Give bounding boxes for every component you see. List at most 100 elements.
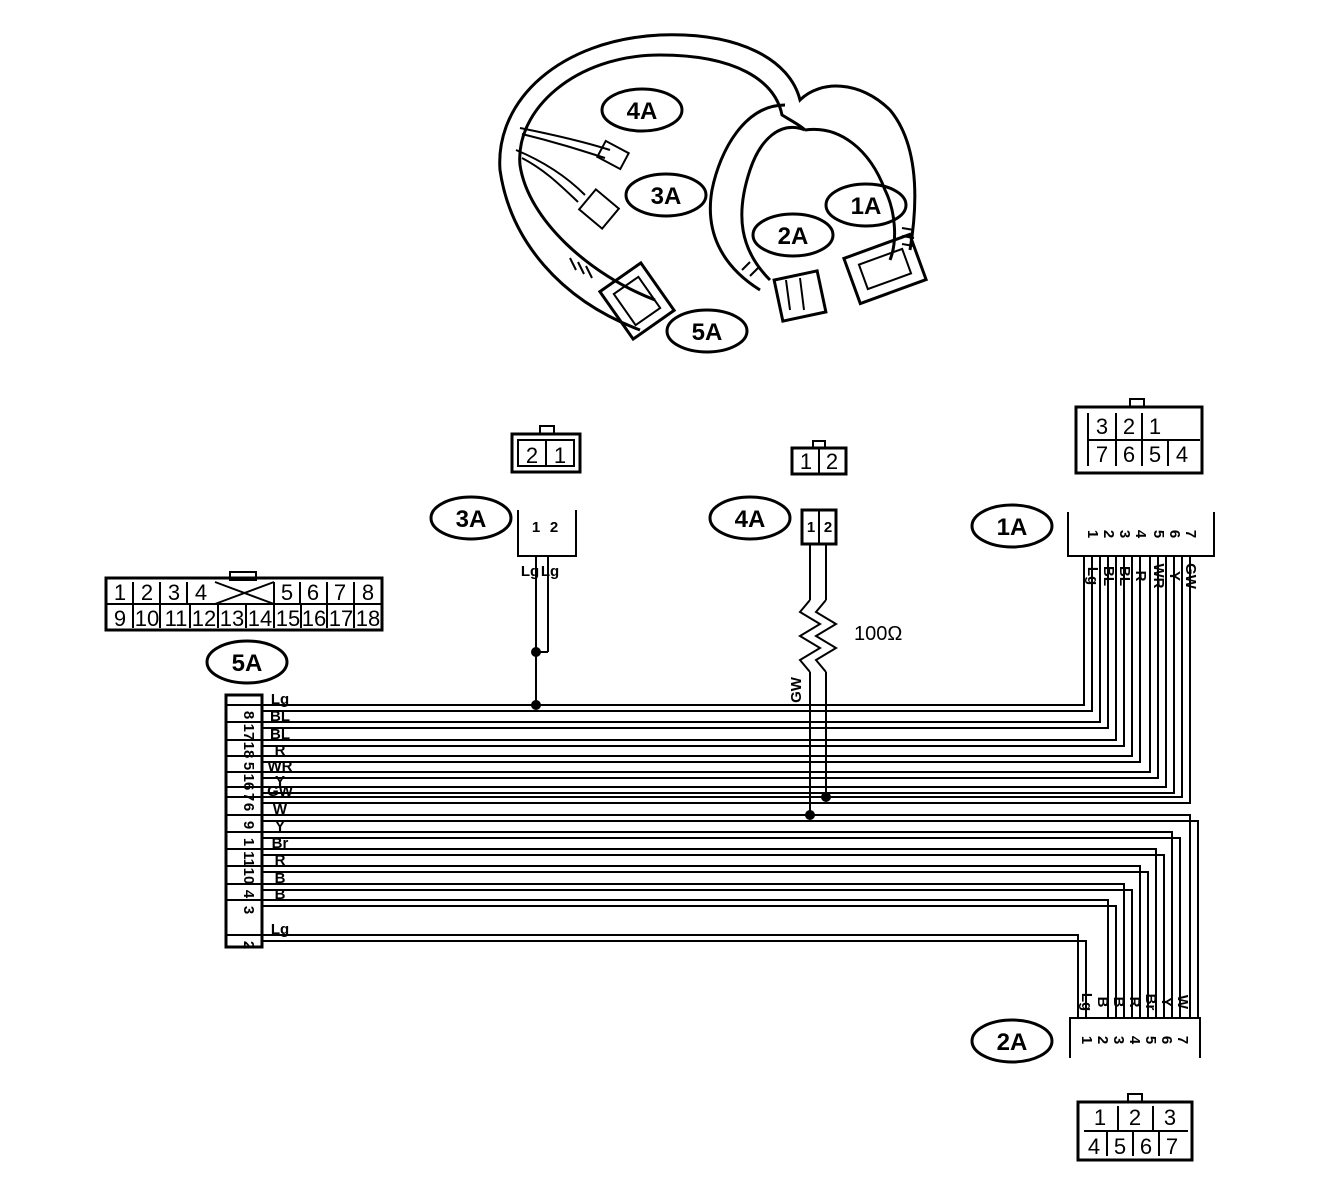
connector-5a-terminal: 10	[240, 868, 257, 885]
connector-2a-label: 2A	[997, 1029, 1028, 1056]
connector-2a-pin: 1	[1094, 1105, 1106, 1130]
harness-plug-1a	[841, 232, 929, 306]
connector-5a-terminal: 1	[240, 838, 257, 846]
svg-text:Lg: Lg	[541, 563, 559, 580]
connector-5a-pin: 4	[195, 580, 207, 605]
svg-text:GW: GW	[788, 676, 805, 703]
wire-color-label: B	[275, 886, 286, 903]
harness-label-2a-oval	[751, 212, 835, 258]
wire-color-label: R	[275, 852, 286, 869]
svg-text:1: 1	[554, 443, 566, 468]
wire-color-label: Y	[1158, 997, 1175, 1007]
wire-color-label: B	[1110, 997, 1127, 1008]
wire-color-label: Lg	[1078, 993, 1095, 1011]
wire	[262, 556, 1133, 757]
wire-color-label: W	[1174, 995, 1191, 1010]
connector-2a-pin: 7	[1166, 1134, 1178, 1159]
connector-5a-pin: 17	[329, 606, 353, 631]
connector-5a-pin: 15	[276, 606, 300, 631]
connector-5a-terminal: 11	[240, 851, 257, 867]
wire	[262, 556, 1093, 712]
connector-2a-pin: 4	[1088, 1134, 1100, 1159]
wire-color-label: W	[273, 801, 288, 818]
connector-1a-pin: 7	[1096, 442, 1108, 467]
connector-5a-terminal: 8	[240, 711, 257, 719]
connector-1a-terminal: 3	[1116, 530, 1133, 538]
wire-color-label: Lg	[271, 921, 289, 938]
connector-5a-pin: 16	[302, 606, 326, 631]
wire	[262, 814, 1191, 1018]
wire	[262, 556, 1191, 804]
connector-1a-pin: 2	[1123, 414, 1135, 439]
harness-plug-2a	[772, 269, 828, 323]
wire	[262, 820, 1199, 1018]
wire	[262, 556, 1117, 741]
svg-text:1: 1	[532, 519, 540, 536]
connector-3a-label: 3A	[456, 506, 487, 533]
wire	[262, 940, 1087, 1018]
wire-color-label: B	[275, 870, 286, 887]
wire-color-label: R	[1126, 997, 1143, 1008]
wire	[262, 883, 1125, 1018]
connector-5a-pin: 9	[114, 606, 126, 631]
harness-plug-small	[595, 139, 631, 171]
connector-2a-terminal: 1	[1078, 1036, 1095, 1044]
harness-plug-5a	[597, 260, 677, 342]
harness-label-3a-oval	[624, 172, 708, 218]
wire	[262, 556, 1151, 773]
wire	[262, 556, 1101, 723]
connector-1a-pin: 4	[1176, 442, 1188, 467]
connector-5a-terminal: 18	[240, 742, 257, 759]
wire	[262, 556, 1125, 747]
connector-5a-terminal: 17	[240, 724, 257, 741]
splice-point	[531, 647, 541, 657]
wire-color-label: BL	[270, 726, 290, 743]
wire	[262, 905, 1117, 1018]
connector-1a-terminal: 1	[1084, 530, 1101, 538]
wire	[262, 556, 1175, 794]
connector-2a-terminal: 4	[1126, 1036, 1143, 1045]
connector-5a-pin: 6	[307, 580, 319, 605]
wire	[262, 934, 1079, 1018]
connector-4a: 1 2 4A 1 2 100Ω GW	[708, 440, 902, 820]
connector-1a-terminal: 5	[1150, 530, 1167, 538]
wire	[262, 871, 1149, 1018]
connector-5a-terminal: 4	[240, 890, 257, 899]
harness-label-3a: 3A	[651, 183, 682, 210]
harness-label-5a: 5A	[692, 319, 723, 346]
svg-text:2: 2	[824, 519, 832, 536]
wire	[262, 848, 1157, 1018]
wire	[262, 831, 1173, 1018]
harness-illustration: 4A 3A 1A 2A 5A	[498, 33, 929, 354]
harness-label-4a-oval	[600, 87, 684, 133]
resistor-value: 100Ω	[854, 623, 902, 645]
wire-color-label: Br	[272, 835, 289, 852]
wire-color-label: R	[275, 742, 286, 759]
connector-5a-terminal: 5	[240, 762, 257, 770]
connector-2a-terminal: 3	[1110, 1036, 1127, 1044]
wire-color-label: BL	[270, 708, 290, 725]
connector-2a-pin: 2	[1129, 1105, 1141, 1130]
connector-5a-pin: 14	[248, 606, 272, 631]
wire-color-label: Y	[275, 773, 285, 790]
connector-1a-pin: 5	[1149, 442, 1161, 467]
harness-label-1a-oval	[824, 182, 908, 228]
connector-2a-face	[1076, 1100, 1194, 1162]
connector-1a-terminal: 2	[1100, 530, 1117, 538]
connector-1a-face	[1074, 405, 1204, 475]
wire	[262, 854, 1165, 1018]
connector-5a-pin: 2	[141, 580, 153, 605]
connector-2a-terminal: 2	[1094, 1036, 1111, 1044]
connector-5a-terminal: 3	[240, 906, 257, 914]
connector-2a-pin: 6	[1140, 1134, 1152, 1159]
svg-text:Lg: Lg	[521, 563, 539, 580]
wire	[262, 556, 1109, 729]
connector-5a-pin: 7	[334, 580, 346, 605]
connector-1a-pin: 3	[1096, 414, 1108, 439]
svg-text:2: 2	[550, 519, 558, 536]
connector-2a-pin: 3	[1164, 1105, 1176, 1130]
connector-5a-pin: 11	[165, 606, 188, 631]
connector-5a-pin: 3	[168, 580, 180, 605]
